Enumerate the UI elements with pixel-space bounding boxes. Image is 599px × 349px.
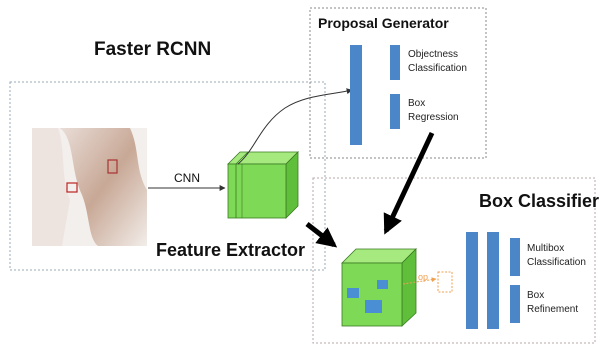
proposal-generator-region [309, 7, 487, 159]
box-classifier-title: Box Classifier [479, 191, 599, 211]
regression-bar [390, 94, 400, 129]
box-refinement-label: Box Refinement [527, 290, 579, 315]
box-regression-label: Box Regression [408, 98, 459, 123]
refinement-bar [510, 285, 520, 323]
features-to-proposal-arrow [237, 88, 353, 165]
input-image [32, 128, 147, 246]
multibox-classification-label: Multibox Classification [527, 243, 586, 268]
roi-box-1 [347, 288, 359, 298]
box-classifier-region [312, 177, 596, 344]
feature-extractor-label: Feature Extractor [156, 240, 306, 260]
features-to-classifier-arrow [305, 222, 338, 248]
classification-bar [510, 238, 520, 276]
objectness-classification-label: Objectness Classification [408, 49, 467, 74]
detection-box-2 [107, 159, 118, 174]
feature-cube [227, 151, 299, 219]
proposal-generator-title: Proposal Generator [318, 15, 449, 31]
fc-bar-2 [487, 232, 499, 329]
pool-label: op [418, 272, 429, 282]
roi-box-2 [377, 280, 388, 289]
rpn-feature-bar [350, 45, 362, 145]
objectness-bar [390, 45, 400, 80]
cnn-label: CNN [174, 171, 200, 185]
feature-extractor-region [9, 81, 326, 271]
roi-feature-cube [341, 248, 417, 327]
roi-box-3 [365, 300, 382, 313]
proposals-to-classifier-arrow [383, 131, 435, 235]
diagram-title: Faster RCNN [94, 39, 212, 60]
fc-bar-1 [466, 232, 478, 329]
detection-box-1 [66, 182, 78, 193]
pooled-feature-box [437, 271, 453, 293]
